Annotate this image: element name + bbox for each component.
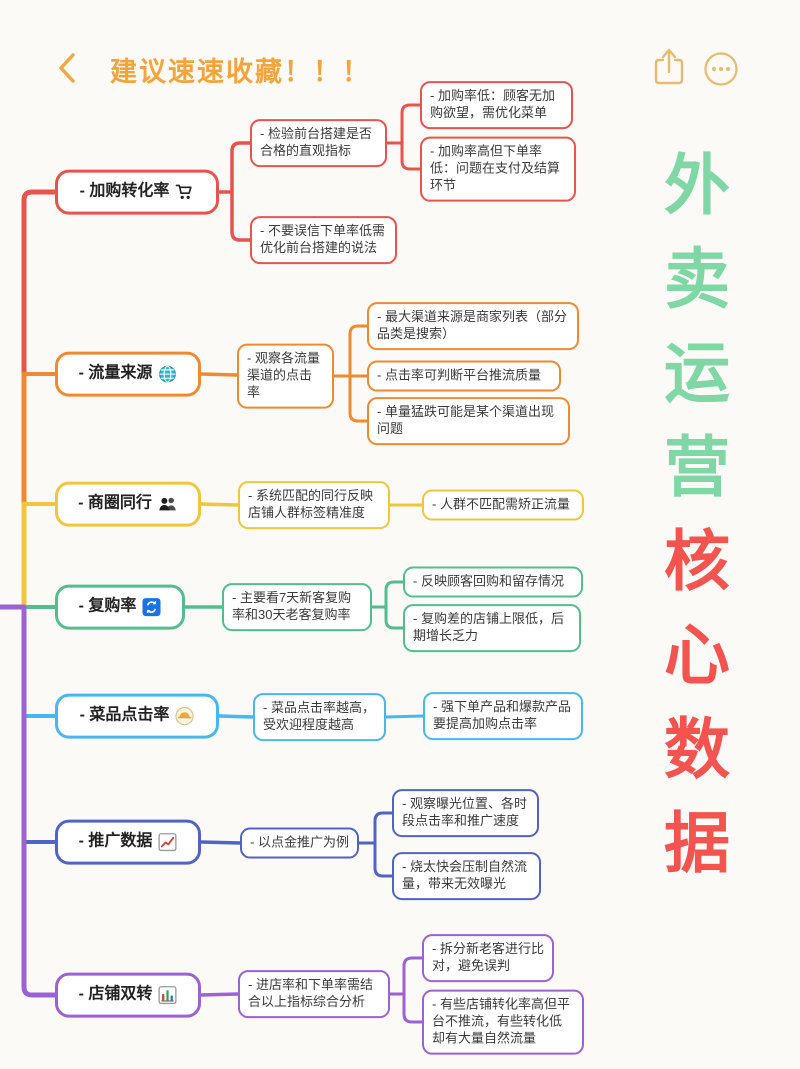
mindmap-node[interactable]: - 强下单产品和爆款产品要提高加购点击率 (423, 692, 583, 740)
mindmap-node[interactable]: - 最大渠道来源是商家列表（部分品类是搜索） (367, 302, 579, 350)
branch-label: - 推广数据 (78, 832, 153, 850)
mindmap-node[interactable]: - 不要误信下单率低需优化前台搭建的说法 (250, 216, 397, 264)
branch-label: - 流量来源 (78, 364, 153, 382)
dish-icon (175, 706, 195, 726)
mindmap-node[interactable]: - 有些店铺转化率高但平台不推流，有些转化低却有大量自然流量 (422, 989, 584, 1055)
connector-branch-5 (22, 714, 425, 719)
mindmap-node[interactable]: - 系统匹配的同行反映店铺人群标签精准度 (238, 481, 390, 529)
branch-node-repurchase-rate[interactable]: - 复购率 (55, 584, 185, 630)
ellipsis-circle-icon (702, 52, 740, 91)
mindmap-node[interactable]: - 单量猛跌可能是某个渠道出现问题 (367, 397, 570, 445)
mindmap-node[interactable]: - 拆分新老客进行比对，避免误判 (422, 934, 554, 982)
mindmap-node[interactable]: - 复购差的店铺上限低，后期增长乏力 (403, 604, 581, 652)
share-button[interactable] (650, 46, 688, 91)
branch-label: - 商圈同行 (78, 494, 152, 512)
mindmap-node[interactable]: - 主要看7天新客复购率和30天老客复购率 (222, 583, 372, 631)
connector-branch-3 (21, 501, 424, 610)
mindmap-node[interactable]: - 观察各流量渠道的点击率 (237, 343, 334, 409)
mindmap-node[interactable]: - 进店率和下单率需结合以上指标综合分析 (238, 970, 390, 1018)
people-icon (158, 495, 178, 513)
connector-branch-2 (21, 324, 369, 507)
chart-up-icon (158, 832, 177, 852)
branch-label: - 菜品点击率 (79, 706, 170, 724)
mindmap-node[interactable]: - 观察曝光位置、各时段点击率和推广速度 (392, 789, 539, 837)
share-icon (650, 48, 688, 91)
branch-node-store-double-conversion[interactable]: - 店铺双转 (55, 972, 201, 1018)
connector-branch-6 (22, 811, 394, 878)
mindmap-node[interactable]: - 烧太快会压制自然流量，带来无效曝光 (392, 852, 541, 900)
mindmap-node[interactable]: - 以点金推广为例 (240, 827, 359, 859)
more-button[interactable] (702, 50, 740, 91)
repeat-icon (142, 597, 161, 617)
branch-node-add-to-cart-rate[interactable]: - 加购转化率 (55, 169, 219, 215)
cart-icon (175, 182, 194, 201)
branch-label: - 店铺双转 (78, 985, 153, 1003)
side-title: 外卖运营核心数据 (648, 150, 736, 902)
mindmap-node[interactable]: - 加购率高但下单率低：问题在支付及结算环节 (420, 136, 576, 202)
mindmap-node[interactable]: - 检验前台搭建是否合格的直观指标 (250, 119, 387, 167)
mindmap-node[interactable]: - 加购率低：顾客无加购欲望，需优化菜单 (420, 81, 573, 129)
branch-node-traffic-source[interactable]: - 流量来源 (55, 351, 201, 397)
chevron-left-icon (55, 53, 79, 87)
mindmap-node[interactable]: - 点击率可判断平台推流质量 (367, 360, 561, 392)
branch-label: - 复购率 (78, 597, 137, 615)
mindmap-node[interactable]: - 反映顾客回购和留存情况 (403, 566, 583, 598)
branch-node-promotion-data[interactable]: - 推广数据 (55, 819, 201, 865)
connector-branch-1 (21, 103, 422, 377)
page-title: 建议速速收藏！！！ (110, 57, 371, 87)
branch-node-dish-click-rate[interactable]: - 菜品点击率 (55, 693, 219, 739)
branch-label: - 加购转化率 (79, 182, 170, 200)
branch-node-nearby-competitors[interactable]: - 商圈同行 (55, 481, 201, 527)
globe-icon (158, 364, 177, 383)
mindmap-node[interactable]: - 人群不匹配需矫正流量 (422, 489, 584, 521)
back-button[interactable] (55, 52, 79, 87)
mindmap-node[interactable]: - 菜品点击率越高，受欢迎程度越高 (253, 693, 386, 741)
side-title-red: 核心数据 (655, 526, 729, 902)
bar-chart-icon (158, 985, 177, 1005)
side-title-green: 外卖运营 (655, 150, 729, 526)
connector-branch-7 (0, 604, 424, 1024)
connector-branch-4 (22, 580, 405, 630)
